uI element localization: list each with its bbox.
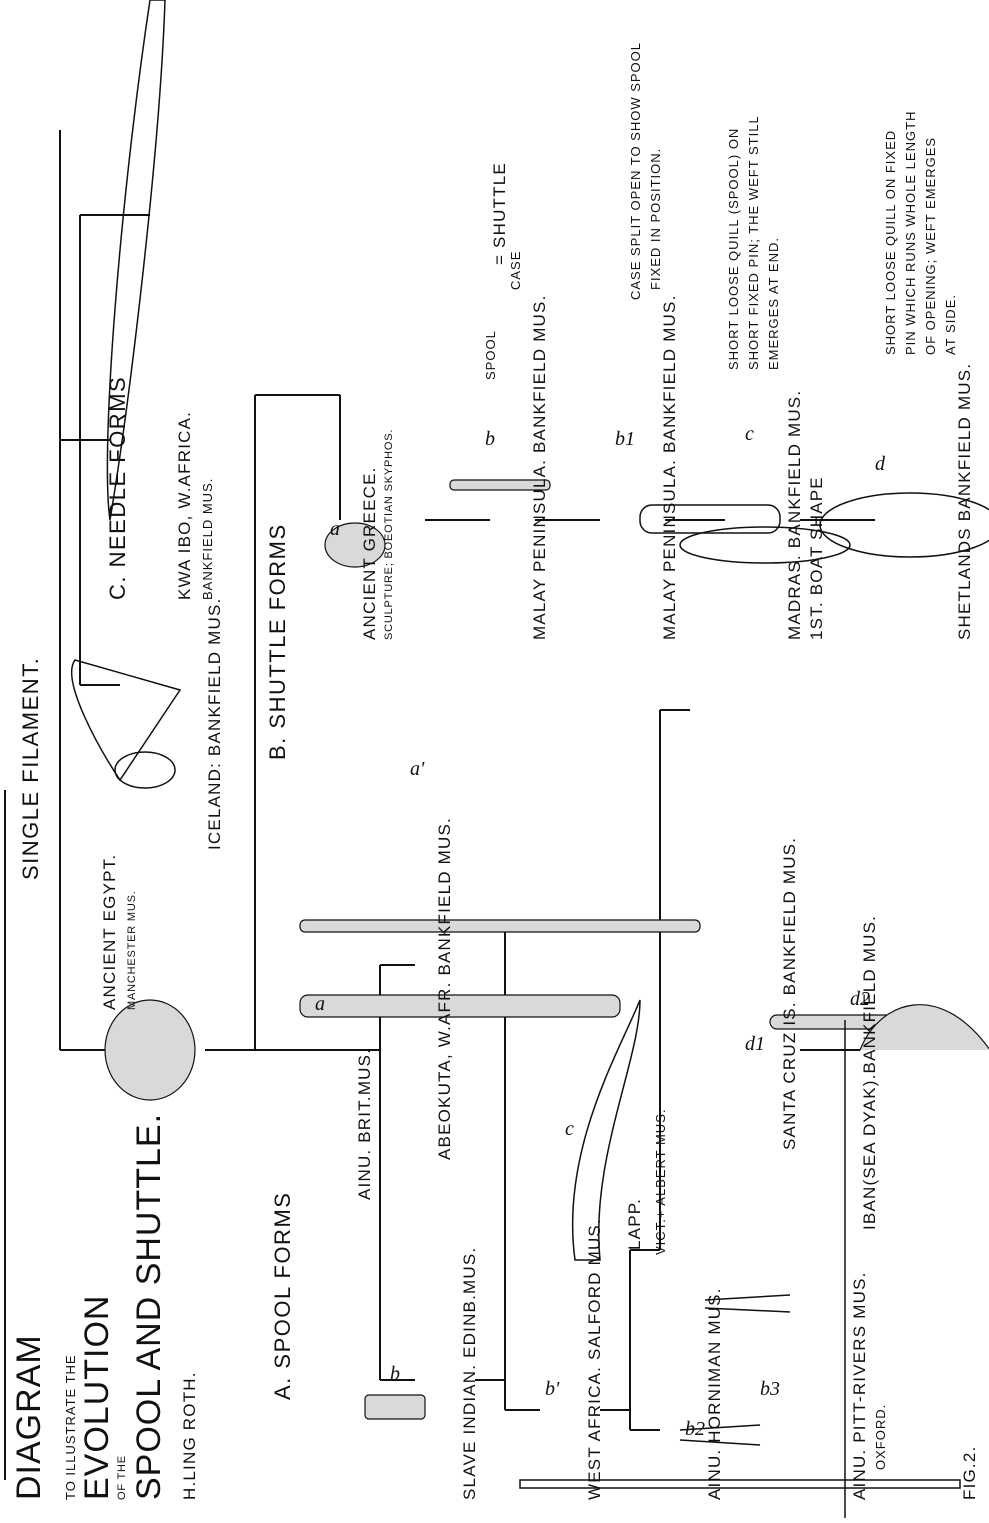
label-lapp-mus: VICT.+ ALBERT MUS. <box>653 1109 668 1255</box>
letter-b1-shuttle: b1 <box>615 428 635 450</box>
letter-a1: a' <box>410 758 425 780</box>
label-malay-1: MALAY PENINSULA. BANKFIELD MUS. <box>530 295 549 641</box>
letter-d-shuttle: d <box>875 453 886 475</box>
title-line4: OF THE <box>116 1455 128 1500</box>
note-quill-2: SHORT FIXED PIN; THE WEFT STILL <box>746 115 761 370</box>
letter-b-shuttle: b <box>485 428 495 450</box>
letter-b3: b3 <box>760 1378 780 1400</box>
label-ainu-pitt: AINU. PITT-RIVERS MUS. <box>850 1271 869 1500</box>
label-madras-note: 1ST. BOAT SHAPE <box>807 476 826 640</box>
label-iban: IBAN(SEA DYAK).BANKFIELD MUS. <box>860 915 879 1230</box>
label-greece: ANCIENT GREECE. <box>360 466 379 640</box>
note-long-4: AT SIDE. <box>943 294 958 355</box>
spool-forms-heading: A. SPOOL FORMS <box>270 1192 295 1400</box>
title-line1: DIAGRAM <box>10 1334 48 1500</box>
iban-spool-hidden <box>860 1005 989 1050</box>
note-long-3: OF OPENING; WEFT EMERGES <box>923 137 938 355</box>
letter-c-lapp: c <box>565 1118 574 1140</box>
label-kwaibo-mus: BANKFIELD MUS. <box>200 478 215 600</box>
egypt-spool-ball <box>105 1000 195 1100</box>
letter-b2: b2 <box>685 1418 705 1440</box>
specimen-labels: ANCIENT EGYPT. MANCHESTER MUS. ICELAND: … <box>100 295 974 1501</box>
note-long-1: SHORT LOOSE QUILL ON FIXED <box>883 130 898 355</box>
iceland-needle <box>72 660 180 780</box>
shuttle-forms-heading: B. SHUTTLE FORMS <box>265 523 290 760</box>
label-malay-2: MALAY PENINSULA. BANKFIELD MUS. <box>660 295 679 641</box>
label-santa-cruz: SANTA CRUZ IS. BANKFIELD MUS. <box>780 837 799 1150</box>
letter-d2: d2 <box>850 988 870 1010</box>
note-quill-1: SHORT LOOSE QUILL (SPOOL) ON <box>726 128 741 370</box>
label-kwaibo: KWA IBO, W.AFRICA. <box>175 411 194 600</box>
figure-label: FIG.2. <box>960 1446 979 1500</box>
shuttle-notes: SPOOL CASE = SHUTTLE CASE SPLIT OPEN TO … <box>483 42 958 380</box>
label-madras: MADRAS. BANKFIELD MUS. <box>785 390 804 640</box>
letter-c-shuttle: c <box>745 423 754 445</box>
label-egypt-mus: MANCHESTER MUS. <box>126 890 138 1010</box>
iceland-thread <box>115 752 175 788</box>
slave-indian-spool <box>365 1395 425 1419</box>
note-spool: SPOOL <box>483 330 498 380</box>
note-shuttle: = SHUTTLE <box>490 162 509 265</box>
title-line2: TO ILLUSTRATE THE <box>63 1354 78 1500</box>
needle-forms-heading: C. NEEDLE FORMS <box>105 376 130 600</box>
label-slave-indian: SLAVE INDIAN. EDINB.MUS. <box>460 1247 479 1500</box>
label-greece-note: SCULPTURE; BOEOTIAN SKYPHOS. <box>383 429 395 640</box>
title-line5: SPOOL AND SHUTTLE. <box>130 1113 168 1500</box>
label-egypt: ANCIENT EGYPT. <box>100 854 119 1010</box>
label-ainu-pitt-place: OXFORD. <box>873 1404 888 1470</box>
note-long-2: PIN WHICH RUNS WHOLE LENGTH <box>903 111 918 355</box>
letter-b1: b' <box>545 1378 560 1400</box>
label-ainu-brit: AINU. BRIT.MUS. <box>355 1048 374 1200</box>
label-lapp: LAPP. <box>625 1198 644 1250</box>
label-iceland: ICELAND: BANKFIELD MUS. <box>205 598 224 850</box>
letter-a-spool: a <box>315 993 325 1015</box>
abeokuta-spool <box>300 920 700 932</box>
label-abeokuta: ABEOKUTA, W.AFR. BANKFIELD MUS. <box>435 817 454 1160</box>
label-west-africa: WEST AFRICA. SALFORD MUS. <box>585 1218 604 1500</box>
single-filament-label: SINGLE FILAMENT. <box>18 657 43 880</box>
letter-d1: d1 <box>745 1033 765 1055</box>
note-quill-3: EMERGES AT END. <box>766 237 781 370</box>
note-case: CASE <box>508 251 523 290</box>
label-ainu-horniman: AINU. HORNIMAN MUS. <box>705 1287 724 1500</box>
title-line3: EVOLUTION <box>78 1295 116 1500</box>
title-block: DIAGRAM TO ILLUSTRATE THE EVOLUTION OF T… <box>10 1113 199 1500</box>
title-author: H.LING ROTH. <box>180 1371 199 1500</box>
note-case-split-2: FIXED IN POSITION. <box>648 148 663 290</box>
note-case-split-1: CASE SPLIT OPEN TO SHOW SPOOL <box>628 42 643 300</box>
ainu-brit-spool <box>300 995 620 1017</box>
letter-a-shuttle: a <box>330 518 340 540</box>
letter-b-spool: b <box>390 1363 400 1385</box>
label-shetlands: SHETLANDS BANKFIELD MUS. <box>955 363 974 640</box>
